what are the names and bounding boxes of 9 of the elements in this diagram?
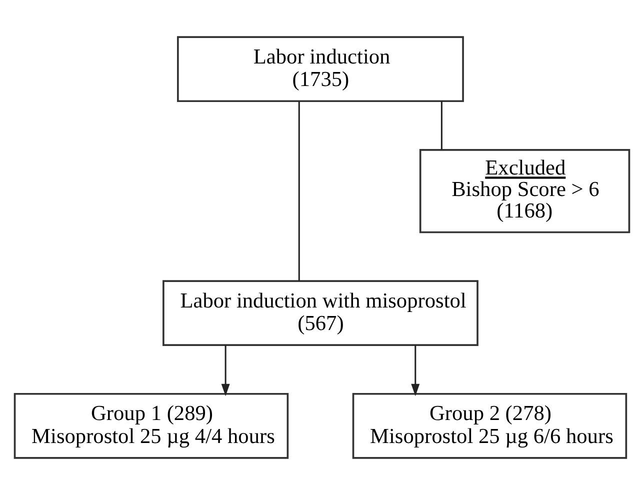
node-box: Group 2 (278) Misoprostol 25 µg 6/6 hours xyxy=(352,392,628,459)
connector xyxy=(298,102,300,281)
node-box: Labor induction (1735) xyxy=(177,36,464,102)
arrow xyxy=(411,345,420,396)
node-box: Excluded Bishop Score > 6 (1168) xyxy=(419,149,630,234)
connector xyxy=(440,101,442,150)
node-box: Labor induction with misoprostol (567) xyxy=(162,280,478,346)
node-box: Group 1 (289) Misoprostol 25 µg 4/4 hours xyxy=(14,392,289,459)
arrow xyxy=(221,345,230,396)
